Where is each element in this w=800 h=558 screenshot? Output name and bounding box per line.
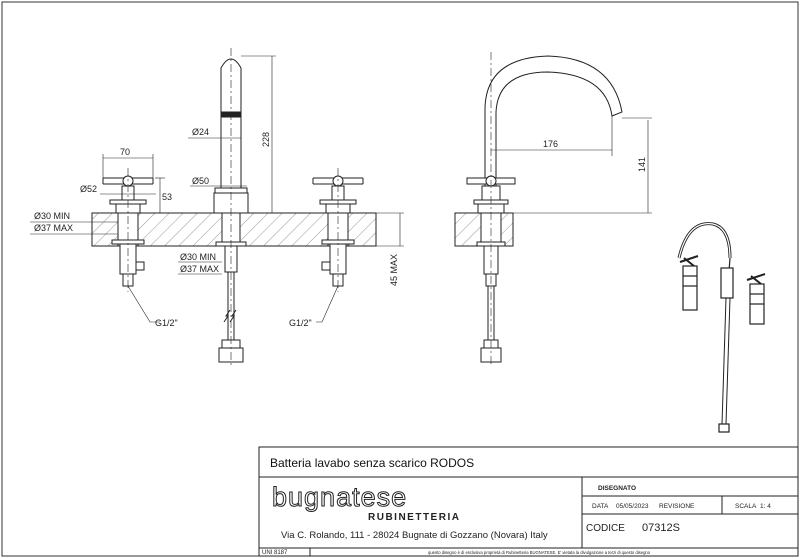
hole-max-left-label: Ø37 MAX	[34, 223, 73, 233]
dim-50-label: Ø50	[192, 176, 209, 186]
dim-52-label: Ø52	[80, 184, 97, 194]
hole-min-left-label: Ø30 MIN	[34, 211, 70, 221]
data-label: DATA	[592, 503, 609, 510]
left-handle-valve	[102, 168, 154, 292]
dim-228-label: 228	[261, 132, 271, 147]
dim-70-label: 70	[120, 147, 130, 157]
dim-24-label: Ø24	[192, 127, 209, 137]
isometric-view	[677, 222, 766, 433]
hole-min-center-label: Ø30 MIN	[180, 252, 216, 262]
ownership-disclaimer: questo disegno è di esclusiva proprietà …	[428, 550, 651, 555]
thickness-label: 45 MAX	[389, 254, 399, 286]
disegnato-label: DISEGNATO	[598, 485, 636, 492]
certification-label: UNI 8187	[262, 550, 288, 556]
front-dimension-lines	[30, 55, 404, 323]
revisione-label: REVISIONE	[659, 503, 695, 510]
dim-176-label: 176	[543, 139, 558, 149]
center-spout	[213, 48, 249, 366]
hole-max-center-label: Ø37 MAX	[180, 264, 219, 274]
codice-label: CODICE	[586, 523, 625, 534]
title-block-frame	[258, 446, 799, 557]
thread-right-label: G1/2"	[289, 318, 312, 328]
company-address: Via C. Rolando, 111 - 28024 Bugnate di G…	[281, 530, 548, 541]
thread-left-label: G1/2"	[155, 318, 178, 328]
scala-label: SCALA	[735, 503, 757, 510]
front-view	[30, 48, 404, 366]
data-value: 05/05/2023	[616, 503, 649, 510]
dim-53-label: 53	[162, 192, 172, 202]
brand-subtitle: RUBINETTERIA	[368, 512, 460, 523]
side-spout-arc	[484, 55, 623, 186]
product-title: Batteria lavabo senza scarico RODOS	[270, 456, 474, 470]
codice-value: 07312S	[642, 522, 680, 534]
brand-logo: bugnatese	[272, 482, 407, 512]
side-view	[454, 52, 652, 366]
scala-value: 1: 4	[760, 503, 771, 510]
dim-141-label: 141	[637, 157, 647, 172]
